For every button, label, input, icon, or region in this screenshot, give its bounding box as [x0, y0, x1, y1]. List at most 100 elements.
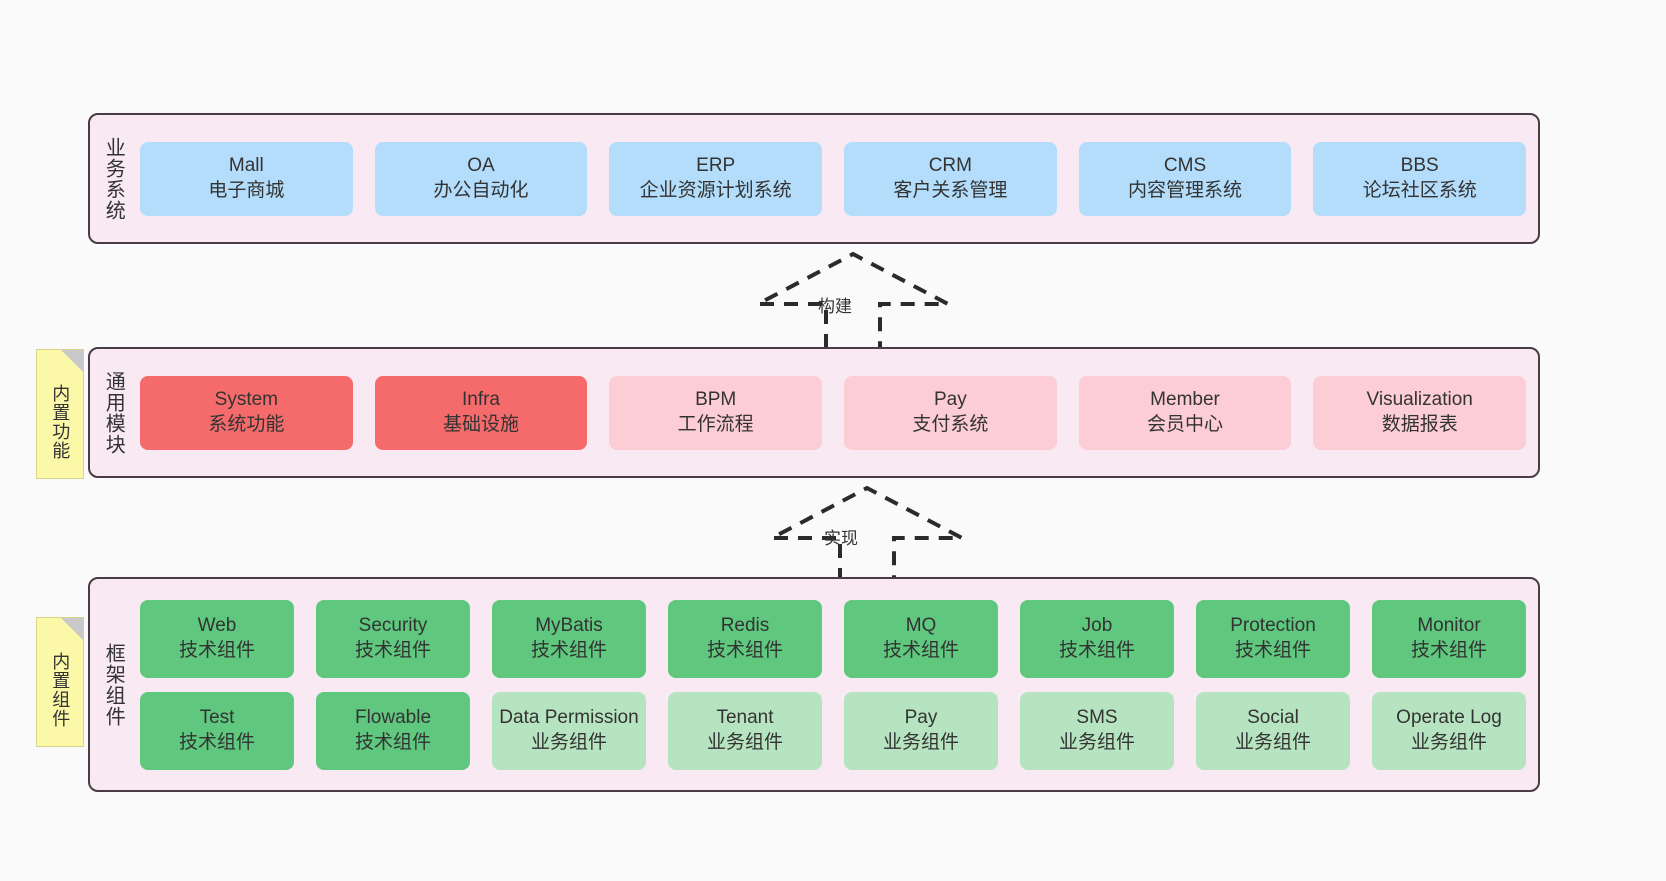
- layer-row: Web 技术组件 Security 技术组件 MyBatis 技术组件 Redi…: [140, 599, 1526, 678]
- layer-title-common: 通用模块: [102, 370, 125, 455]
- node-cms[interactable]: CMS 内容管理系统: [1078, 141, 1292, 216]
- node-title: Operate Log: [1396, 707, 1502, 729]
- node-subtitle: 技术组件: [1234, 639, 1311, 661]
- node-title: OA: [467, 155, 495, 177]
- node-subtitle: 业务组件: [1410, 731, 1487, 753]
- node-subtitle: 基础设施: [443, 413, 520, 435]
- node-system[interactable]: System 系统功能: [140, 375, 353, 450]
- node-subtitle: 技术组件: [530, 639, 607, 661]
- note-builtin-components[interactable]: 内置组件: [36, 617, 84, 747]
- node-subtitle: 技术组件: [1058, 639, 1135, 661]
- node-subtitle: 电子商城: [208, 179, 285, 201]
- layer-body-business: Mall 电子商城 OA 办公自动化 ERP 企业资源计划系统 CRM 客户关系…: [136, 115, 1538, 242]
- node-subtitle: 内容管理系统: [1128, 179, 1243, 201]
- node-subtitle: 业务组件: [530, 731, 607, 753]
- layer-business-systems: 业务系统 Mall 电子商城 OA 办公自动化 ERP 企业资源计划系统 CRM…: [88, 113, 1540, 244]
- node-title: Security: [358, 615, 428, 637]
- node-mq[interactable]: MQ 技术组件: [844, 599, 998, 678]
- node-title: Redis: [720, 615, 770, 637]
- node-title: Flowable: [354, 707, 432, 729]
- node-title: Infra: [461, 389, 501, 411]
- layer-row: Test 技术组件 Flowable 技术组件 Data Permission …: [140, 691, 1526, 770]
- node-crm[interactable]: CRM 客户关系管理: [844, 141, 1057, 216]
- generalization-arrow-realize-icon: [771, 485, 963, 582]
- node-title: Pay: [933, 389, 967, 411]
- node-subtitle: 支付系统: [912, 413, 989, 435]
- note-fold-corner-icon: [61, 350, 83, 372]
- node-title: CMS: [1163, 155, 1207, 177]
- node-infra[interactable]: Infra 基础设施: [374, 375, 588, 450]
- note-builtin-features[interactable]: 内置功能: [36, 349, 84, 479]
- node-data-permission[interactable]: Data Permission 业务组件: [492, 691, 646, 770]
- layer-body-common: System 系统功能 Infra 基础设施 BPM 工作流程 Pay 支付系统…: [136, 349, 1538, 476]
- node-title: CRM: [928, 155, 972, 177]
- node-title: ERP: [696, 155, 736, 177]
- node-subtitle: 数据报表: [1381, 413, 1458, 435]
- layer-row: Mall 电子商城 OA 办公自动化 ERP 企业资源计划系统 CRM 客户关系…: [140, 141, 1527, 216]
- node-bbs[interactable]: BBS 论坛社区系统: [1313, 141, 1527, 216]
- node-subtitle: 技术组件: [882, 639, 959, 661]
- generalization-arrow-build-icon: [757, 251, 949, 348]
- node-subtitle: 技术组件: [178, 731, 255, 753]
- layer-common-modules: 通用模块 System 系统功能 Infra 基础设施 BPM 工作流程 Pay…: [88, 347, 1540, 478]
- node-monitor[interactable]: Monitor 技术组件: [1372, 599, 1526, 678]
- node-title: Social: [1247, 707, 1299, 729]
- node-title: Job: [1081, 615, 1113, 637]
- node-job[interactable]: Job 技术组件: [1020, 599, 1174, 678]
- node-test[interactable]: Test 技术组件: [140, 691, 294, 770]
- node-subtitle: 业务组件: [1234, 731, 1311, 753]
- node-subtitle: 会员中心: [1147, 413, 1224, 435]
- node-security[interactable]: Security 技术组件: [316, 599, 470, 678]
- node-title: Monitor: [1417, 615, 1481, 637]
- node-subtitle: 工作流程: [677, 413, 754, 435]
- node-subtitle: 业务组件: [1058, 731, 1135, 753]
- node-mall[interactable]: Mall 电子商城: [140, 141, 353, 216]
- layer-row: System 系统功能 Infra 基础设施 BPM 工作流程 Pay 支付系统…: [140, 375, 1527, 450]
- node-subtitle: 技术组件: [178, 639, 255, 661]
- node-mybatis[interactable]: MyBatis 技术组件: [492, 599, 646, 678]
- node-title: Tenant: [716, 707, 774, 729]
- node-web[interactable]: Web 技术组件: [140, 599, 294, 678]
- node-redis[interactable]: Redis 技术组件: [668, 599, 822, 678]
- node-title: Mall: [228, 155, 264, 177]
- node-flowable[interactable]: Flowable 技术组件: [316, 691, 470, 770]
- node-pay-module[interactable]: Pay 支付系统: [844, 375, 1057, 450]
- node-title: Visualization: [1366, 389, 1473, 411]
- node-bpm[interactable]: BPM 工作流程: [609, 375, 823, 450]
- node-subtitle: 技术组件: [354, 639, 431, 661]
- node-erp[interactable]: ERP 企业资源计划系统: [609, 141, 823, 216]
- node-oa[interactable]: OA 办公自动化: [374, 141, 588, 216]
- node-title: BBS: [1400, 155, 1439, 177]
- node-subtitle: 业务组件: [706, 731, 783, 753]
- node-pay-component[interactable]: Pay 业务组件: [844, 691, 998, 770]
- note-label: 内置功能: [50, 384, 71, 460]
- node-social[interactable]: Social 业务组件: [1196, 691, 1350, 770]
- node-title: Protection: [1230, 615, 1316, 637]
- connector-label-build: 构建: [818, 297, 852, 316]
- node-subtitle: 企业资源计划系统: [639, 179, 792, 201]
- note-label: 内置组件: [50, 652, 71, 728]
- node-subtitle: 办公自动化: [433, 179, 529, 201]
- node-visualization[interactable]: Visualization 数据报表: [1313, 375, 1527, 450]
- node-title: System: [214, 389, 279, 411]
- layer-title-business: 业务系统: [102, 136, 125, 221]
- node-member[interactable]: Member 会员中心: [1078, 375, 1292, 450]
- note-fold-corner-icon: [61, 618, 83, 640]
- node-title: BPM: [695, 389, 737, 411]
- layer-framework-components: 框架组件 Web 技术组件 Security 技术组件 MyBatis 技术组件…: [88, 577, 1540, 792]
- node-subtitle: 技术组件: [1410, 639, 1487, 661]
- node-title: Web: [197, 615, 237, 637]
- node-sms[interactable]: SMS 业务组件: [1020, 691, 1174, 770]
- node-subtitle: 技术组件: [706, 639, 783, 661]
- node-operate-log[interactable]: Operate Log 业务组件: [1372, 691, 1526, 770]
- node-title: Pay: [904, 707, 938, 729]
- node-subtitle: 客户关系管理: [893, 179, 1008, 201]
- node-title: Member: [1150, 389, 1220, 411]
- node-title: Test: [199, 707, 235, 729]
- node-title: MyBatis: [535, 615, 603, 637]
- node-subtitle: 系统功能: [208, 413, 285, 435]
- node-tenant[interactable]: Tenant 业务组件: [668, 691, 822, 770]
- node-protection[interactable]: Protection 技术组件: [1196, 599, 1350, 678]
- node-title: MQ: [905, 615, 937, 637]
- node-subtitle: 技术组件: [354, 731, 431, 753]
